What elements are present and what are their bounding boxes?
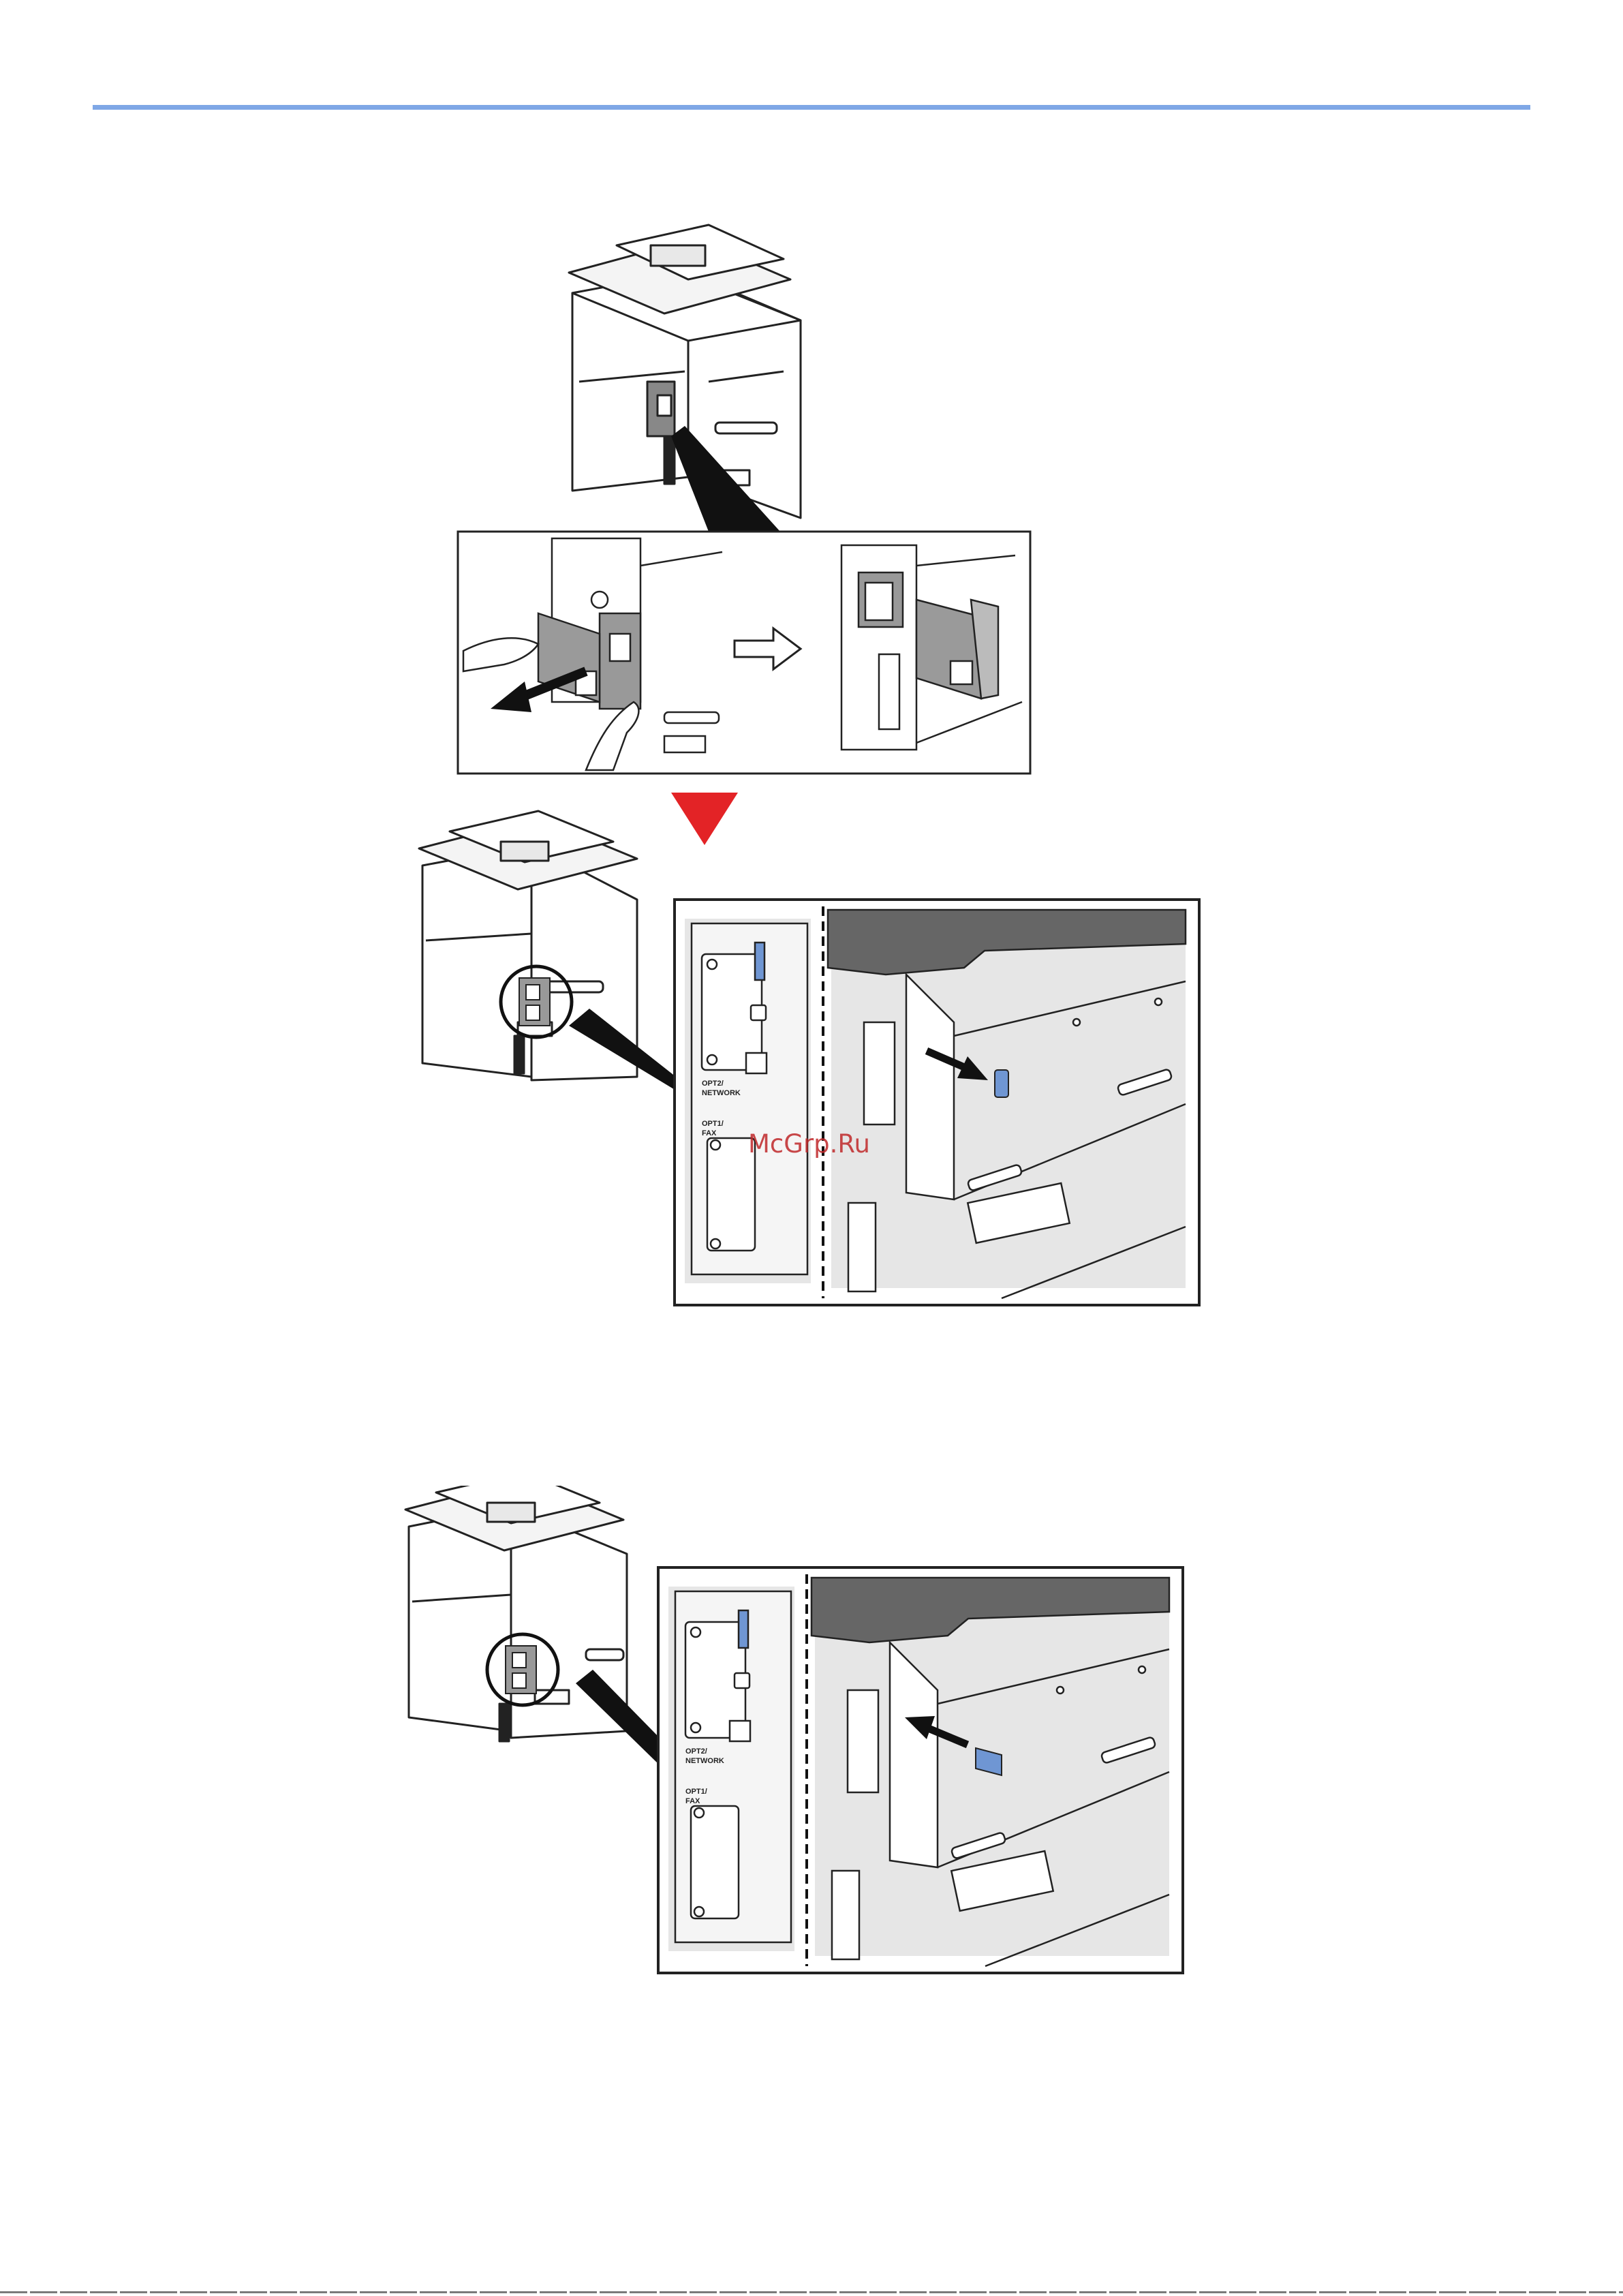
footer-rule bbox=[0, 2291, 1623, 2293]
port-label-fax-2: FAX bbox=[685, 1797, 700, 1805]
port-label-network-2: NETWORK bbox=[685, 1757, 724, 1765]
port-label-opt1: OPT1/ bbox=[702, 1120, 724, 1128]
port-label-network: NETWORK bbox=[702, 1089, 741, 1097]
figure-insert-cap: OPT2/ NETWORK OPT1/ FAX bbox=[0, 1486, 1623, 1990]
next-step-arrow bbox=[671, 793, 738, 845]
blue-port-cap bbox=[995, 1070, 1008, 1097]
watermark: McGrp.Ru bbox=[748, 1129, 870, 1159]
detail-box-insert-cap: OPT2/ NETWORK OPT1/ FAX bbox=[658, 1567, 1183, 1973]
port-label-opt1-2: OPT1/ bbox=[685, 1788, 707, 1796]
detail-box-remove-cap: OPT2/ NETWORK OPT1/ FAX bbox=[675, 900, 1199, 1305]
printer-illustration-top bbox=[569, 225, 801, 518]
port-label-opt2-2: OPT2/ bbox=[685, 1747, 707, 1756]
step-box-remove bbox=[458, 532, 1030, 774]
port-label-fax: FAX bbox=[702, 1129, 717, 1137]
port-label-opt2: OPT2/ bbox=[702, 1080, 724, 1088]
